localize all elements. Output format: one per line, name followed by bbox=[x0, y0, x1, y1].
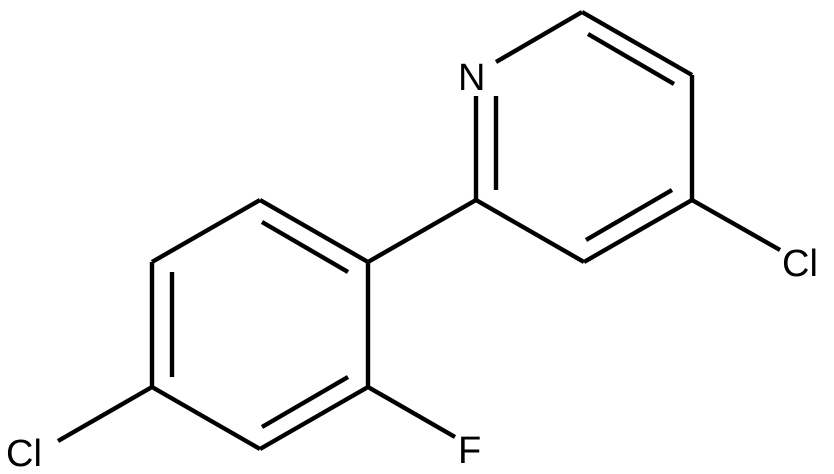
bond-c4-cl bbox=[690, 198, 782, 252]
bond-biaryl bbox=[366, 198, 478, 264]
bond-c2p-f bbox=[366, 385, 457, 439]
bond-c4-c3-inner bbox=[584, 188, 674, 242]
bond-c4p-c3p bbox=[150, 385, 262, 451]
bond-c3p-c2p bbox=[258, 385, 370, 451]
bond-c3-c2 bbox=[474, 198, 586, 264]
bond-n-c6 bbox=[494, 10, 584, 64]
bond-c1p-c6p bbox=[258, 198, 370, 264]
bond-c6-c5-inner bbox=[586, 32, 676, 86]
bond-c1p-c6p-inner bbox=[260, 220, 350, 274]
bond-c3p-c2p-inner bbox=[260, 375, 350, 429]
bond-c6p-c5p bbox=[150, 198, 262, 264]
atom-label-nitrogen: N bbox=[458, 57, 485, 99]
bond-c4-c3 bbox=[582, 198, 694, 264]
atom-label-chlorine-pyridine: Cl bbox=[782, 243, 818, 285]
bond-c6-c5 bbox=[580, 10, 694, 77]
atom-label-chlorine-phenyl: Cl bbox=[6, 433, 42, 474]
phenyl-ring bbox=[149, 198, 371, 451]
pyridine-ring bbox=[473, 10, 695, 264]
bond-c4p-cl bbox=[56, 385, 154, 443]
atom-label-fluorine: F bbox=[458, 430, 481, 472]
